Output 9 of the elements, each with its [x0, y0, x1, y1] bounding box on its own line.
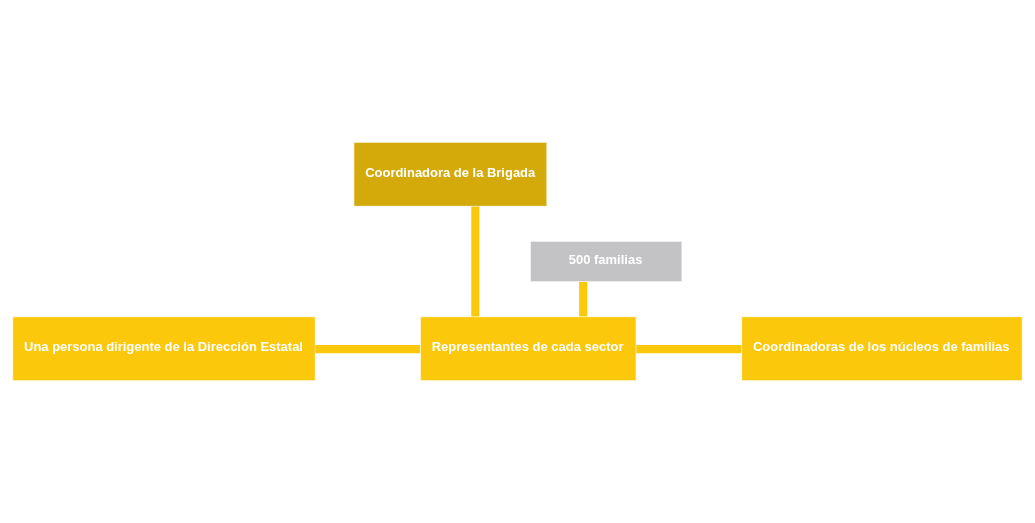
node-box: Coordinadoras de los núcleos de familias: [741, 316, 1023, 382]
connector: [315, 345, 421, 354]
node-box: Coordinadora de la Brigada: [353, 141, 548, 207]
node-box: Una persona dirigente de la Dirección Estatal: [12, 316, 316, 382]
connector: [471, 206, 480, 317]
node-box: Representantes de cada sector: [419, 316, 637, 382]
node-box: 500 familias: [529, 240, 683, 283]
connector: [579, 281, 588, 317]
connector: [636, 345, 742, 354]
